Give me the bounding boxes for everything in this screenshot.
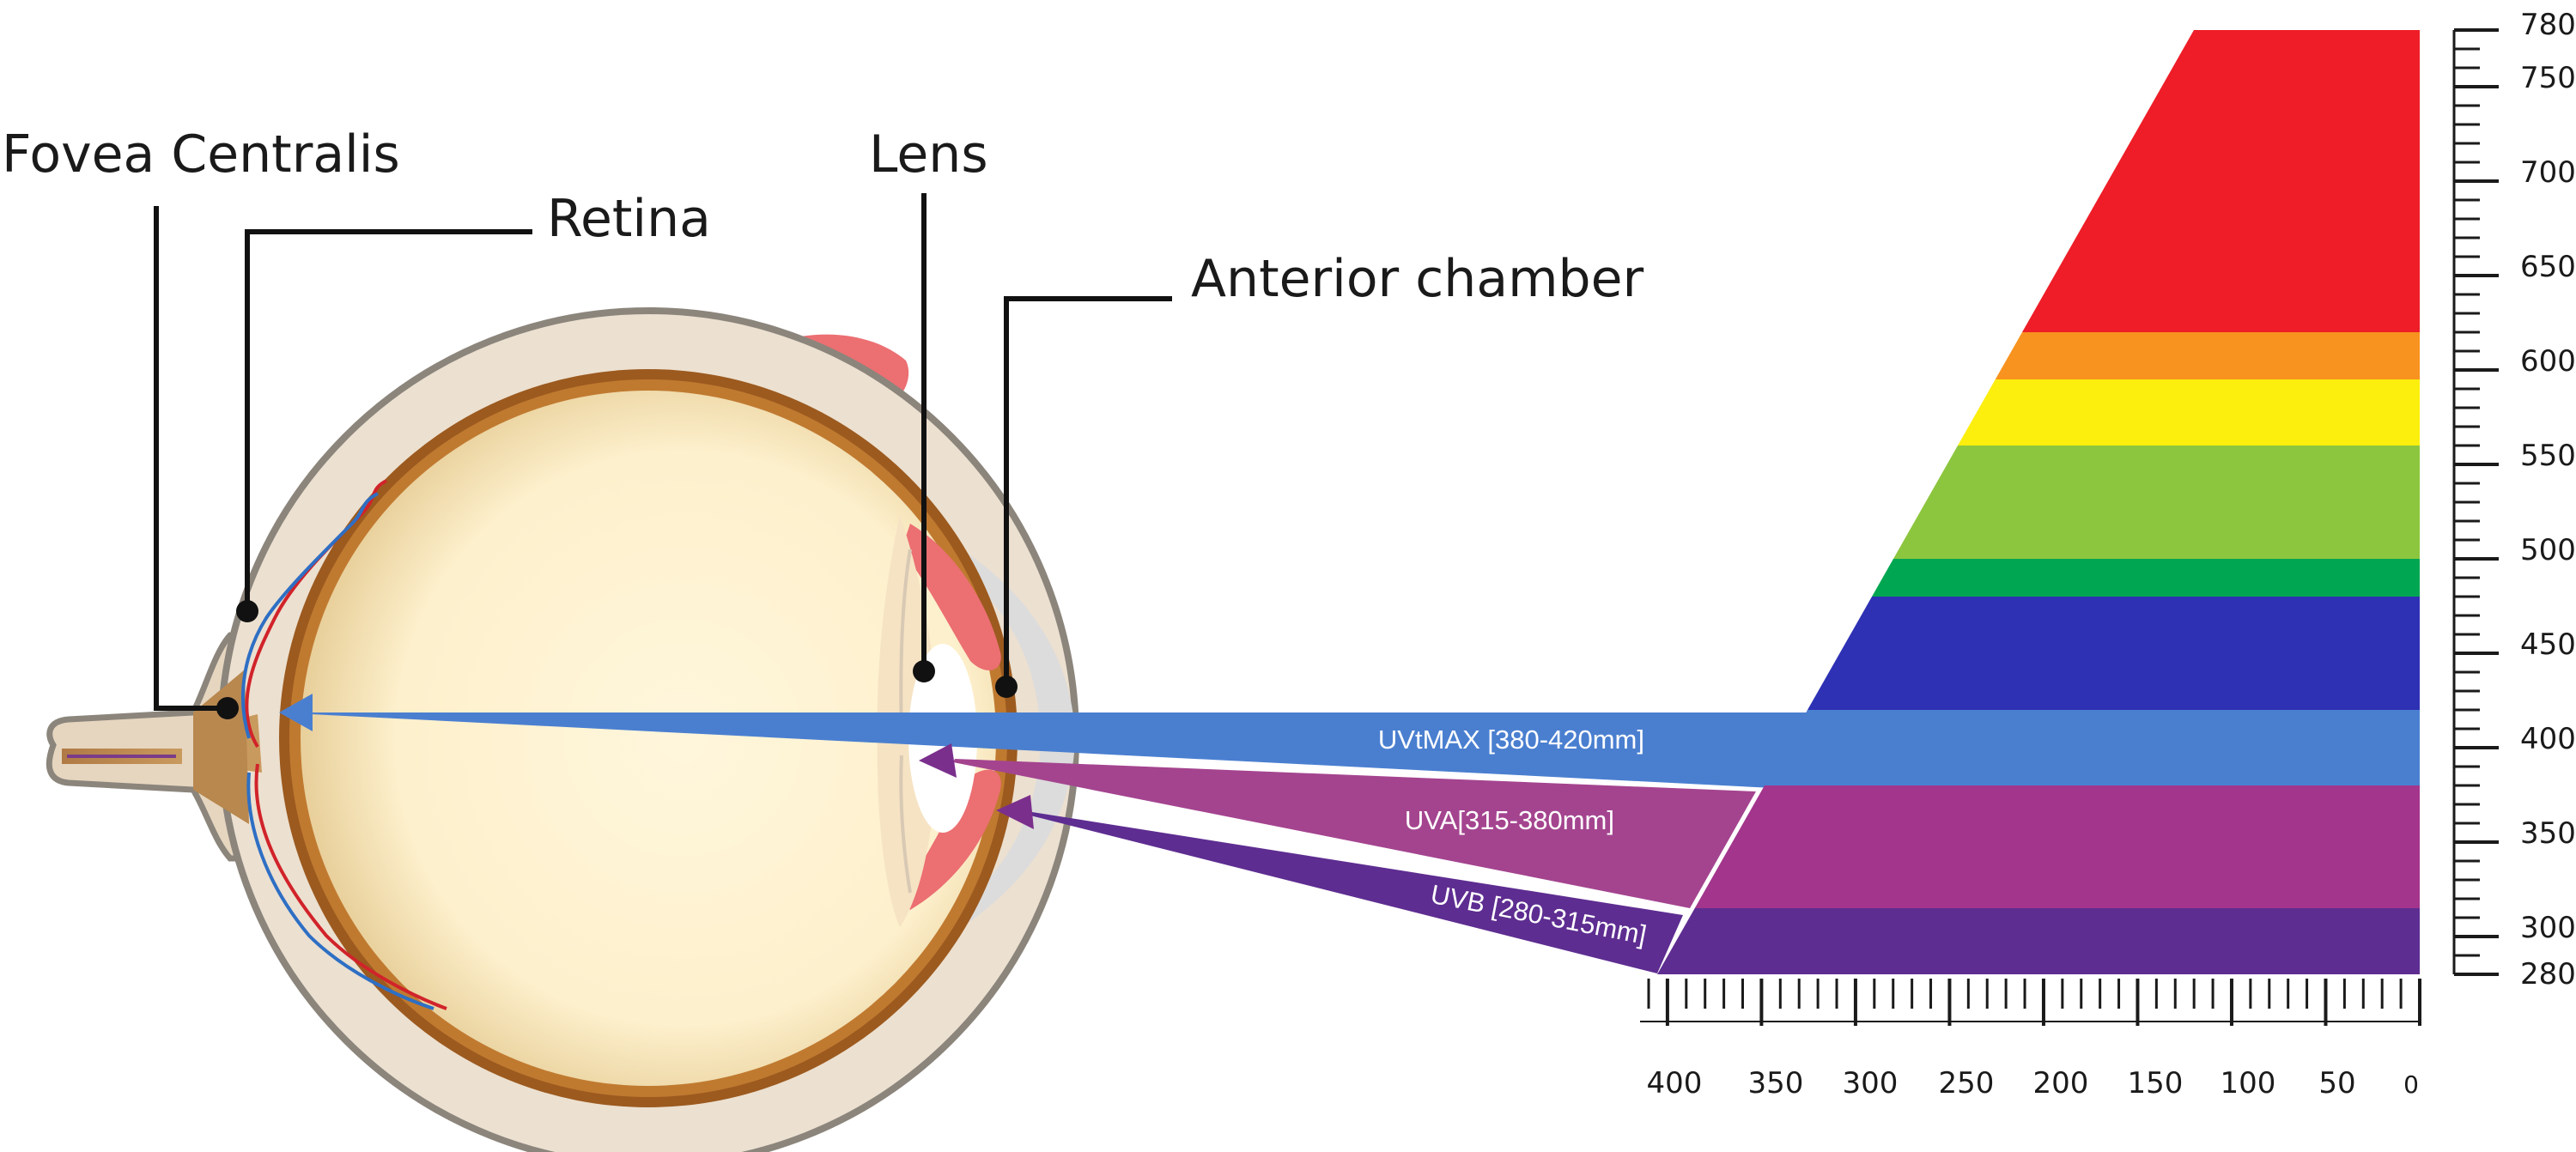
spectrum-band-620-780	[2022, 30, 2420, 332]
ray-label-uva: UVA[315-380mm]	[1405, 805, 1614, 835]
tr-label-400: 400	[1647, 1066, 1703, 1100]
wl-label-280: 280	[2520, 957, 2576, 991]
ray-uvb	[1030, 812, 1683, 973]
retinal-vessel-red	[245, 479, 387, 749]
tr-label-350: 350	[1748, 1066, 1804, 1100]
callouts: Fovea Centralis Retina Lens Anterior cha…	[2, 124, 1644, 719]
wl-label-780: 780	[2520, 8, 2576, 42]
transmission-ticks	[1647, 979, 2421, 1026]
label-anterior-chamber: Anterior chamber	[1191, 249, 1644, 309]
arrowhead-uvtmax	[279, 694, 313, 731]
wl-label-600: 600	[2520, 344, 2576, 379]
wl-label-450: 450	[2520, 628, 2576, 662]
arrowhead-uvb	[996, 795, 1034, 829]
ray-label-uvtmax: UVtMAX [380-420mm]	[1378, 725, 1644, 755]
spectrum-band-560-595	[1958, 379, 2420, 446]
anterior-dot	[995, 676, 1018, 698]
transmission-axis: 400 350 300 250 200 150 100 50 0	[1640, 979, 2421, 1100]
retina-dot	[236, 600, 258, 622]
retinal-vessel-blue	[240, 492, 379, 739]
iris-lower	[902, 769, 1001, 910]
wl-label-300: 300	[2520, 911, 2576, 945]
lens-dot	[913, 660, 935, 682]
wl-label-500: 500	[2520, 533, 2576, 567]
tr-label-50: 50	[2318, 1066, 2355, 1100]
arrowhead-uva	[919, 743, 957, 778]
wl-label-750: 750	[2520, 61, 2576, 95]
tr-label-150: 150	[2128, 1066, 2184, 1100]
spectrum-band-315-380	[1694, 785, 2420, 908]
spectrum-chart	[1657, 30, 2420, 974]
wl-label-650: 650	[2520, 250, 2576, 284]
fovea-dot	[216, 697, 239, 719]
tr-label-200: 200	[2033, 1066, 2089, 1100]
spectrum-band-280-315	[1657, 908, 2420, 974]
rays: UVtMAX [380-420mm] UVA[315-380mm] UVB [2…	[279, 694, 1807, 973]
spectrum-band-380-420	[1765, 710, 2420, 785]
label-retina: Retina	[547, 189, 711, 249]
tr-label-0: 0	[2403, 1070, 2419, 1099]
spectrum-band-420-480	[1807, 597, 2420, 710]
tr-label-300: 300	[1843, 1066, 1899, 1100]
cornea	[953, 549, 1075, 927]
ray-uva	[953, 759, 1756, 908]
retinal-vessel-blue-lower	[246, 772, 434, 1010]
wavelength-ticks	[2454, 28, 2499, 976]
label-fovea-centralis: Fovea Centralis	[2, 124, 400, 185]
wl-label-400: 400	[2520, 722, 2576, 756]
wl-label-350: 350	[2520, 816, 2576, 851]
lens-zonule-lower	[899, 755, 912, 894]
wl-label-700: 700	[2520, 155, 2576, 190]
spectrum-band-500-560	[1893, 446, 2420, 559]
anterior-leader	[1004, 296, 1172, 687]
tr-label-250: 250	[1939, 1066, 1995, 1100]
vitreous-body	[301, 391, 996, 1086]
retina-leader	[245, 229, 532, 611]
wl-label-550: 550	[2520, 439, 2576, 473]
wavelength-axis: 780 750 700 650 600 550 500 450 400 350 …	[2452, 8, 2576, 991]
spectrum-band-595-620	[1995, 332, 2420, 379]
ray-uvtmax	[307, 712, 1807, 788]
spectrum-band-480-500	[1872, 559, 2420, 597]
fovea-leader	[154, 206, 228, 711]
label-lens: Lens	[869, 124, 988, 185]
retinal-vessel-red-lower	[254, 763, 447, 1010]
tr-label-100: 100	[2221, 1066, 2276, 1100]
